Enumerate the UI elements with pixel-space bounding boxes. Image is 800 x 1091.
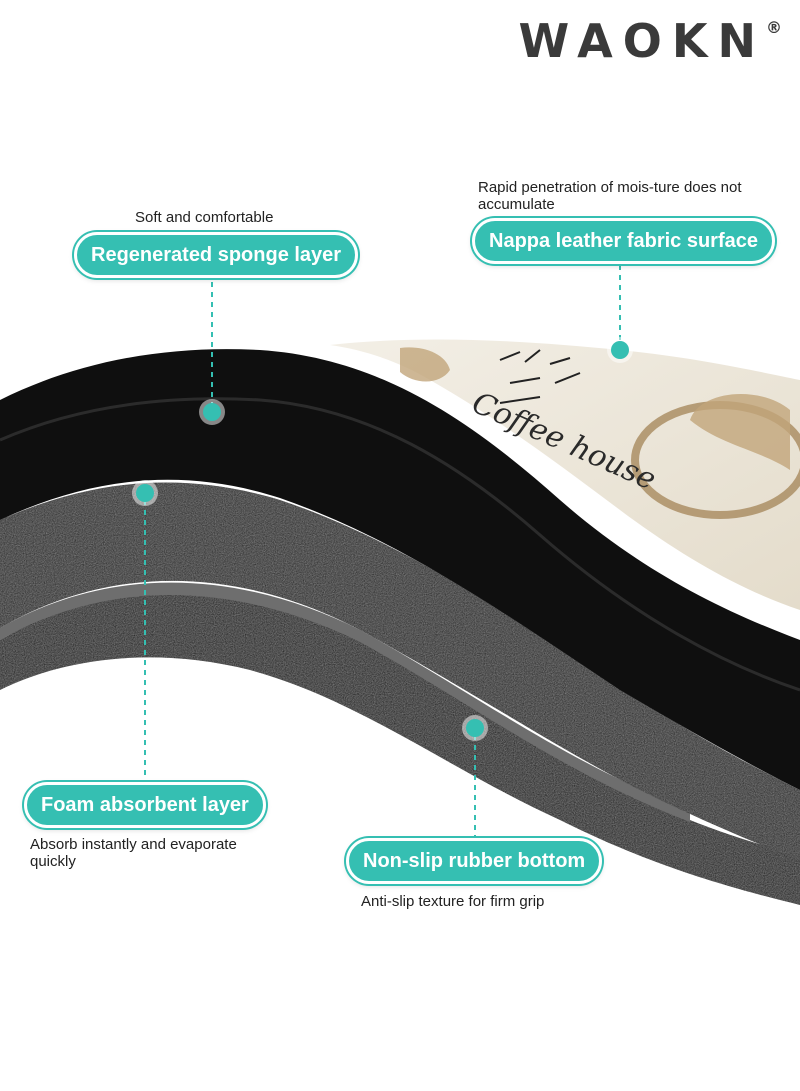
brand-name: WAOKN [518,14,766,68]
rubber-caption: Anti-slip texture for firm grip [361,893,545,910]
rubber-bottom-layer [0,592,800,905]
brand-logo: WAOKN® [518,14,782,68]
marker-leather [607,337,633,363]
registered-mark: ® [766,18,782,37]
handwriting-marks [499,349,581,404]
hat-top [690,393,790,470]
leather-surface-label: Nappa leather fabric surface [472,218,775,264]
sponge-layer [0,349,800,790]
marker-rubber [462,715,488,741]
sponge-caption: Soft and comfortable [135,209,274,226]
sponge-groove [0,397,800,692]
leather-caption: Rapid penetration of mois-ture does not … [478,179,742,213]
grey-band [0,582,690,822]
foam-layer-label: Foam absorbent layer [24,782,266,828]
marker-sponge [199,399,225,425]
foam-caption: Absorb instantly and evaporate quickly [30,836,237,870]
foam-layer [0,482,800,860]
marker-foam [132,480,158,506]
cup-illustration [400,347,450,382]
rubber-bottom-label: Non-slip rubber bottom [346,838,603,884]
sponge-layer-label: Regenerated sponge layer [74,232,359,278]
